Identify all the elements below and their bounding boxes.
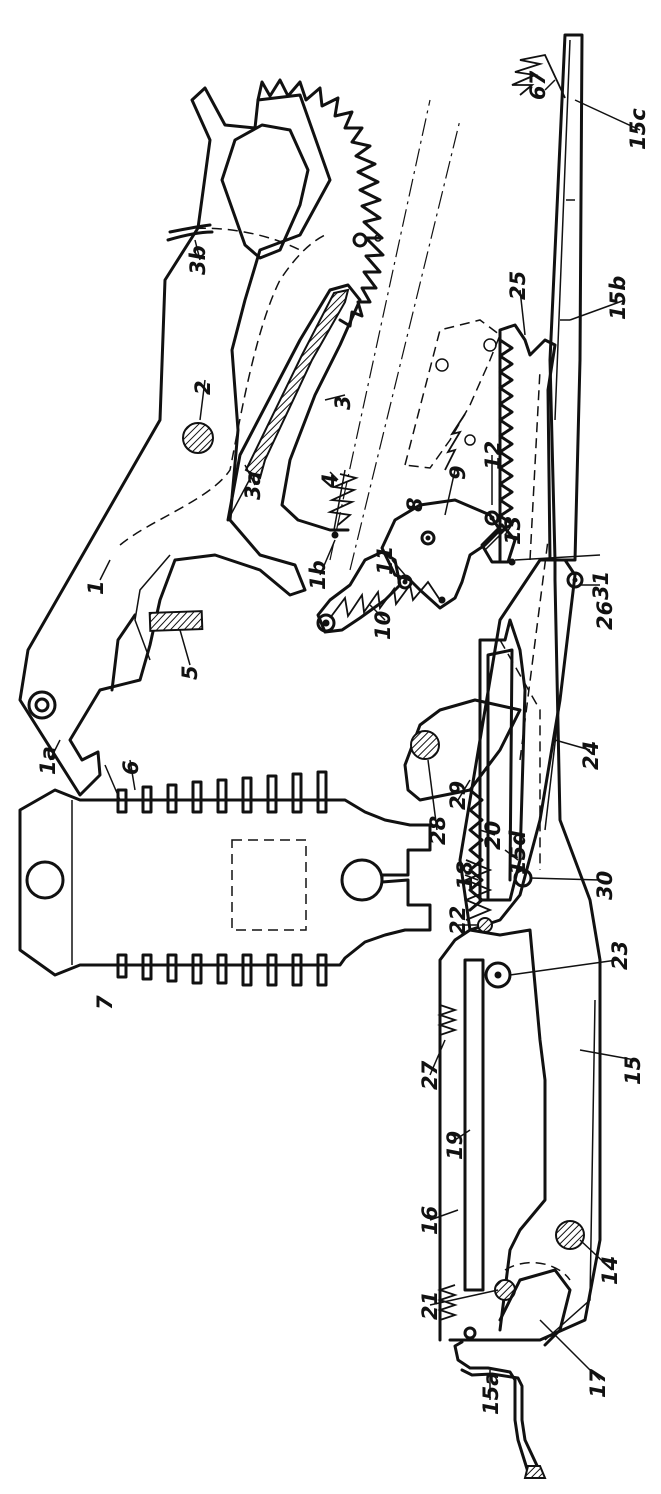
bar-15d (478, 618, 527, 902)
label-27: 27 (418, 1060, 442, 1090)
comb-teeth-6-bottom (116, 953, 328, 987)
spring-27 (437, 1004, 458, 1036)
label-15: 15 (621, 1056, 645, 1085)
motion-arc (119, 234, 326, 546)
comb-teeth-6-top (116, 770, 328, 814)
spring-21 (437, 1284, 458, 1321)
label-8: 8 (403, 497, 427, 512)
sector-teeth (256, 78, 385, 328)
label-1: 1 (84, 580, 108, 595)
spring-10 (329, 580, 441, 619)
rack-teeth (498, 338, 514, 534)
wire-15a (453, 1340, 530, 1474)
pivot-2 (182, 422, 214, 454)
spring-67 (511, 53, 566, 99)
spring-18 (463, 859, 493, 921)
slide-15b (548, 33, 584, 562)
label-15a: 15a (479, 1372, 503, 1415)
label-30: 30 (593, 871, 617, 900)
pivot-1a-outer (27, 690, 57, 720)
label-17: 17 (586, 1368, 610, 1398)
label-67: 67 (526, 70, 550, 100)
pin-1b (331, 531, 339, 539)
label-21: 21 (418, 1291, 442, 1320)
leader-lines (49, 79, 641, 1400)
pin-22 (477, 917, 493, 933)
label-1a: 1a (36, 746, 60, 775)
part-labels: 1 1a 1b 2 3 3a 3b 4 5 6 7 8 9 10 11 12 1… (36, 70, 650, 1415)
label-28: 28 (426, 816, 450, 845)
plate-window (220, 123, 310, 260)
label-7: 7 (93, 995, 117, 1010)
label-9: 9 (446, 465, 470, 480)
label-26: 26 (593, 601, 617, 630)
link-29 (403, 698, 522, 802)
pivot-28 (410, 730, 440, 760)
pivot-1a-inner (34, 697, 50, 713)
axis-line-b (349, 119, 461, 571)
pivot-26 (566, 571, 584, 589)
label-10: 10 (371, 611, 395, 640)
label-5: 5 (178, 665, 202, 680)
spring-anchor (316, 613, 336, 633)
cam-lever-3a-edge (227, 474, 253, 521)
bar-7 (18, 788, 432, 977)
spring-4 (326, 473, 359, 526)
label-16: 16 (418, 1206, 442, 1235)
stop-5 (148, 610, 204, 632)
label-13: 13 (501, 516, 525, 545)
label-20: 20 (481, 821, 505, 850)
housing-16 (438, 928, 547, 1342)
cam-lever-3 (226, 283, 362, 532)
label-23: 23 (608, 941, 632, 970)
label-4: 4 (318, 473, 342, 489)
label-19: 19 (443, 1131, 467, 1160)
cam-lever-3-hatched-edge (244, 288, 350, 480)
label-11: 11 (373, 546, 397, 575)
bellcrank (316, 550, 402, 634)
pivot-14 (555, 1220, 585, 1250)
axis-line-a (329, 99, 431, 561)
bar-7-hole-left (25, 860, 65, 900)
label-25: 25 (506, 271, 530, 300)
pivot-8 (420, 530, 436, 546)
label-1b: 1b (306, 560, 330, 590)
label-12: 12 (481, 441, 505, 470)
rack-20 (468, 788, 484, 912)
label-15b: 15b (606, 276, 630, 320)
piece-17 (498, 1268, 572, 1347)
pivot-12 (484, 510, 500, 526)
label-24: 24 (579, 741, 603, 770)
pawl-9 (380, 498, 502, 610)
slot-19 (463, 958, 485, 1292)
lever-plate-inner-edge (134, 554, 171, 661)
label-3: 3 (331, 395, 355, 410)
pin-31 (508, 558, 516, 566)
label-3a: 3a (241, 471, 265, 500)
lever-plate-1 (18, 86, 332, 797)
plate-pin-hole (352, 232, 368, 248)
label-2: 2 (191, 380, 215, 395)
label-22: 22 (446, 906, 470, 935)
strip-3b (166, 230, 214, 242)
label-15d: 15d (506, 830, 530, 875)
ghost-mechanism (404, 319, 501, 471)
bar-7-hidden-region (231, 839, 307, 931)
lever-plate-notch (110, 613, 137, 692)
bar-7-hole-right (340, 858, 384, 902)
